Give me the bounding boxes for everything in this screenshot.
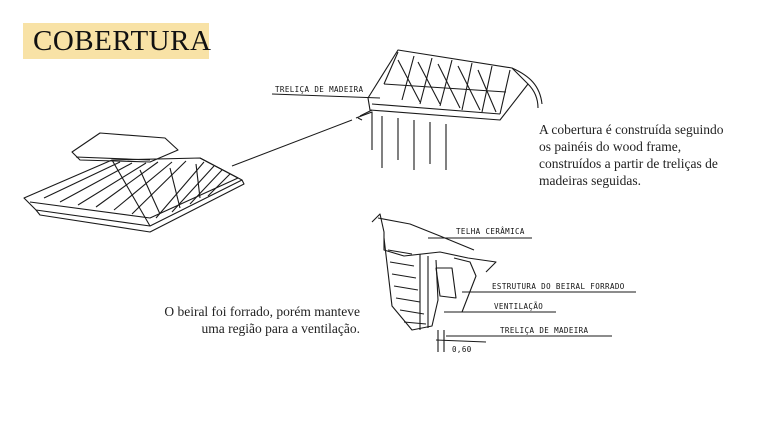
dimension-label: 0,60 [452,345,472,354]
tile-label: TELHA CERÂMICA [456,227,525,236]
page-title: COBERTURA [33,25,212,57]
hip-roof-truss-sketch [23,132,245,233]
truss-label: TRELIÇA DE MADEIRA [275,85,364,94]
eave-structure-label: ESTRUTURA DO BEIRAL FORRADO [492,282,625,291]
roof-description-line: os painéis do wood frame, [539,139,682,154]
roof-description: A cobertura é construída seguindo os pai… [539,121,754,189]
title-highlight [23,23,209,59]
roof-description-line: construídos a partir de treliças de [539,156,718,171]
ventilation-label: VENTILAÇÃO [494,302,543,311]
roof-description-line: A cobertura é construída seguindo [539,122,724,137]
eave-description-line: uma região para a ventilação. [201,321,360,336]
roof-description-line: madeiras seguidas. [539,173,641,188]
truss-label-underline [271,93,381,99]
leader-line [231,119,353,167]
eave-section-sketch [371,213,497,352]
eave-description: O beiral foi forrado, porém manteve uma … [150,303,360,337]
truss-detail-sketch [355,49,543,170]
truss-detail-label: TRELIÇA DE MADEIRA [500,326,589,335]
eave-description-line: O beiral foi forrado, porém manteve [164,304,360,319]
